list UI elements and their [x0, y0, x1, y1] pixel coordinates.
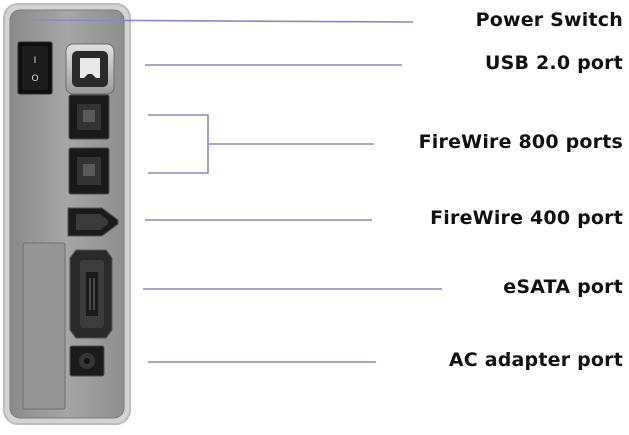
power-switch: I O — [17, 41, 53, 95]
label-ac-adapter-port: AC adapter port — [448, 349, 623, 371]
switch-on-mark: I — [34, 56, 37, 66]
ac-adapter-port — [69, 345, 105, 377]
firewire800-port-bottom — [68, 147, 110, 195]
label-usb-port: USB 2.0 port — [485, 52, 623, 74]
esata-port — [69, 249, 113, 339]
leader-firewire800-top — [148, 114, 209, 174]
firewire400-port — [67, 207, 119, 237]
label-power-switch: Power Switch — [475, 9, 623, 31]
panel-recess — [22, 242, 66, 410]
switch-off-mark: O — [31, 74, 38, 84]
label-firewire800-ports: FireWire 800 ports — [418, 131, 623, 153]
label-esata-port: eSATA port — [503, 276, 623, 298]
usb-port — [65, 43, 115, 95]
firewire800-port-top — [68, 94, 110, 140]
leader-power-switch — [34, 19, 414, 23]
leader-lines — [34, 19, 442, 363]
label-firewire400-port: FireWire 400 port — [430, 207, 623, 229]
